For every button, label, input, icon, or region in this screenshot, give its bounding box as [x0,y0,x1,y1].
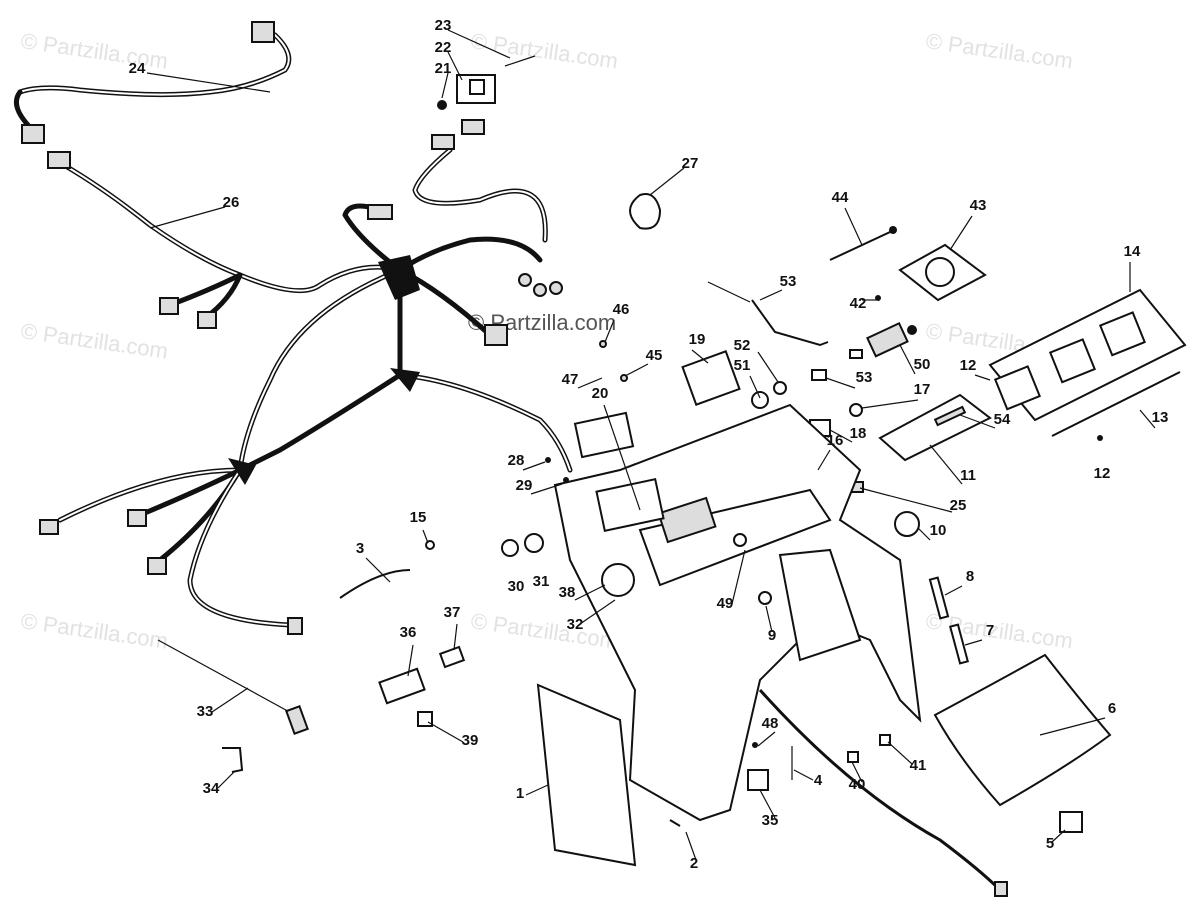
callout-number: 10 [930,522,947,539]
callout-number: 6 [1108,700,1116,717]
callout-number: 22 [435,39,452,56]
callout-number: 53 [856,369,873,386]
leader-lines [146,29,1156,861]
callout-number: 23 [435,17,452,34]
callout-number: 16 [827,432,844,449]
callout-number: 48 [762,715,779,732]
callout-number: 46 [613,301,630,318]
callout-number: 47 [562,371,579,388]
callout-number: 9 [768,627,776,644]
callout-number: 44 [832,189,849,206]
callout-number: 4 [814,772,823,789]
callout-number: 37 [444,604,461,621]
callout-number: 45 [646,347,663,364]
callout-number: 17 [914,381,931,398]
windshield [933,653,1112,807]
watermark-text: © Partzilla.com [19,608,169,653]
callout-number: 15 [410,509,427,526]
console-body [553,403,922,822]
callout-number: 38 [559,584,576,601]
callout-number: 40 [849,776,866,793]
callout-number: 12 [1094,465,1111,482]
callout-number: 20 [592,385,609,402]
long-cable [758,688,1002,892]
callout-number: 51 [734,357,751,374]
callout-number: 50 [914,356,931,373]
callout-number: 32 [567,616,584,633]
callout-number: 13 [1152,409,1169,426]
callout-number: 25 [950,497,967,514]
gauge-panel [988,288,1187,441]
side-panel [536,683,637,867]
callout-number: 5 [1046,835,1054,852]
callout-layer: 1234567891011121213141516171819202122232… [129,17,1169,872]
callout-number: 8 [966,568,974,585]
callout-number: 43 [970,197,987,214]
callout-number: 2 [690,855,698,872]
callout-number: 36 [400,624,417,641]
callout-number: 28 [508,452,525,469]
callout-number: 30 [508,578,525,595]
watermark-layer: © Partzilla.com © Partzilla.com © Partzill… [19,28,1074,653]
tube [707,281,863,359]
callout-number: 53 [780,273,797,290]
plate [878,393,992,462]
callout-number: 14 [1124,243,1141,260]
callout-number: 24 [129,60,146,77]
callout-number: 41 [910,757,927,774]
callout-number: 7 [986,622,994,639]
callout-number: 27 [682,155,699,172]
wiring-harness [13,21,573,635]
callout-number: 34 [203,780,220,797]
callout-number: 3 [356,540,364,557]
watermark-text: © Partzilla.com [19,318,169,363]
watermark-text: © Partzilla.com [19,28,169,73]
callout-number: 33 [197,703,214,720]
watermark-text: © Partzilla.com [469,28,619,73]
callout-number: 29 [516,477,533,494]
callout-number: 1 [516,785,524,802]
watermark-text: © Partzilla.com [924,28,1074,73]
cable [829,226,897,261]
callout-number: 39 [462,732,479,749]
relay-bracket [437,55,536,110]
callout-number: 26 [223,194,240,211]
callout-number: 54 [994,411,1011,428]
callout-number: 12 [960,357,977,374]
callout-number: 35 [762,812,779,829]
callout-number: 49 [717,595,734,612]
switch [866,322,917,358]
clamp [629,193,662,230]
callout-number: 19 [689,331,706,348]
callout-number: 18 [850,425,867,442]
callout-number: 31 [533,573,550,590]
callout-number: 52 [734,337,751,354]
gauge [875,243,987,302]
callout-number: 21 [435,60,452,77]
callout-number: 11 [960,467,976,484]
callout-number: 42 [850,295,867,312]
